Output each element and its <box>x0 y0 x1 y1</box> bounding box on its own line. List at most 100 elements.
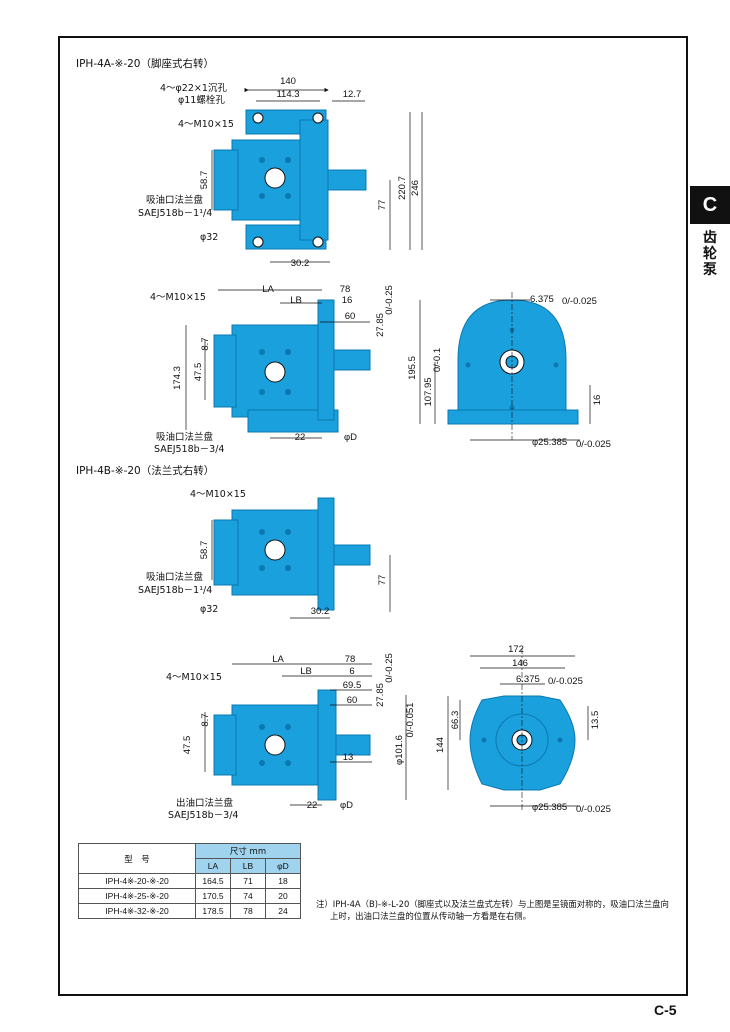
tol-107: 0/-0.1 <box>432 348 443 372</box>
dim-66: 66.3 <box>450 711 461 730</box>
dim-la: LA <box>262 284 274 295</box>
dim-22: 22 <box>295 432 306 443</box>
section-tab: C <box>690 186 730 224</box>
dim-13: 13 <box>343 752 354 763</box>
cell-d: 24 <box>265 903 301 919</box>
dim-27: 27.85 <box>375 313 386 337</box>
dim-114: 114.3 <box>276 89 299 100</box>
dim-140: 140 <box>280 76 296 87</box>
dim-6375: 6.375 <box>530 294 554 305</box>
table-row: IPH-4※-20-※-20 164.5 71 18 <box>78 873 301 889</box>
dim-30: 30.2 <box>311 606 330 617</box>
dim-77: 77 <box>377 575 388 586</box>
col-la: LA <box>195 858 231 874</box>
dim-174: 174.3 <box>172 366 183 390</box>
label-suction1: 吸油口法兰盘 <box>146 194 204 206</box>
dim-16: 16 <box>342 295 353 306</box>
label-suction1: 吸油口法兰盘 <box>146 571 204 583</box>
dim-lb: LB <box>290 295 302 306</box>
label-phi32: φ32 <box>200 232 218 243</box>
section-letter: C <box>702 193 718 216</box>
dim-phid: φD <box>340 800 353 811</box>
tol-101: 0/-0.051 <box>405 703 416 738</box>
dim-60: 60 <box>347 695 358 706</box>
dim-78: 78 <box>345 654 356 665</box>
label-m10: 4～M10×15 <box>190 489 246 500</box>
dim-107: 107.95 <box>423 377 434 406</box>
footnote-line-2: 上时，出油口法兰盘的位置从传动轴一方看是在右侧。 <box>330 911 531 921</box>
label-m10: 4～M10×15 <box>150 292 206 303</box>
cell-lb: 74 <box>230 888 266 904</box>
cell-model: IPH-4※-20-※-20 <box>78 873 196 889</box>
dim-58: 58.7 <box>199 171 210 190</box>
page-number: C-5 <box>654 1002 677 1018</box>
cell-model: IPH-4※-25-※-20 <box>78 888 196 904</box>
col-d: φD <box>265 858 301 874</box>
dim-6: 6 <box>349 666 354 677</box>
dim-69: 69.5 <box>343 680 362 691</box>
label-outlet2: SAEJ518b－3/4 <box>168 810 238 821</box>
b-top-view: 58.7 77 30.2 4～M10×15 吸油口法兰盘 SAEJ518b－1¹… <box>138 489 391 619</box>
dim-172: 172 <box>508 644 524 655</box>
dim-6375: 6.375 <box>516 674 540 685</box>
header-model: 型 号 <box>78 843 196 874</box>
footnote-line-1: 注）IPH-4A（B)-※-L-20（脚座式以及法兰盘式左转）与上图是呈镜面对称… <box>316 899 669 909</box>
cell-la: 164.5 <box>195 873 231 889</box>
dim-22: 22 <box>307 800 318 811</box>
dim-phid: φD <box>344 432 357 443</box>
tol-25385: 0/-0.025 <box>576 804 611 815</box>
tol-6375: 0/-0.025 <box>548 676 583 687</box>
label-outlet1: 出油口法兰盘 <box>176 797 234 809</box>
dim-47: 47.5 <box>182 736 193 755</box>
table-row: IPH-4※-32-※-20 178.5 78 24 <box>78 903 301 919</box>
a-side-view: LA 78 LB 16 60 27.85 0/-0.25 8.7 47.5 17… <box>150 284 395 455</box>
cell-d: 18 <box>265 873 301 889</box>
cell-la: 170.5 <box>195 888 231 904</box>
dim-220: 220.7 <box>397 176 408 200</box>
tol-25385: 0/-0.025 <box>576 439 611 450</box>
dim-16: 16 <box>592 395 603 406</box>
cell-model: IPH-4※-32-※-20 <box>78 903 196 919</box>
dim-27: 27.85 <box>375 683 386 707</box>
dim-25385: φ25.385 <box>532 802 567 813</box>
b-side-view: LA 78 LB 6 69.5 60 27.85 0/-0.25 8.7 47.… <box>166 653 416 821</box>
header-dim: 尺寸 mm <box>195 843 301 859</box>
dim-30: 30.2 <box>291 258 310 269</box>
dim-58: 58.7 <box>199 541 210 560</box>
dim-77: 77 <box>377 200 388 211</box>
tol-6375: 0/-0.025 <box>562 296 597 307</box>
section-b-title: IPH-4B-※-20（法兰式右转） <box>76 465 215 477</box>
dim-195: 195.5 <box>407 356 418 380</box>
label-suction1: 吸油口法兰盘 <box>156 431 214 443</box>
dim-12: 12.7 <box>343 89 362 100</box>
dim-13: 13.5 <box>590 711 601 730</box>
dim-47: 47.5 <box>193 363 204 382</box>
tol-27: 0/-0.25 <box>384 653 395 683</box>
label-m10: 4～M10×15 <box>178 119 234 130</box>
a-top-view: 140 114.3 12.7 246 220.7 77 58.7 30.2 4～… <box>138 76 423 269</box>
dim-78: 78 <box>340 284 351 295</box>
dim-246: 246 <box>410 180 421 196</box>
page-frame <box>58 36 688 996</box>
label-suction2: SAEJ518b－3/4 <box>154 444 224 455</box>
label-holes2: φ11螺栓孔 <box>178 94 225 106</box>
section-label: 齿轮泵 <box>703 230 717 278</box>
col-lb: LB <box>230 858 266 874</box>
section-a-title: IPH-4A-※-20（脚座式右转） <box>76 58 214 70</box>
b-end-view: 172 146 6.375 0/-0.025 13.5 66.3 144 φ25… <box>435 644 611 815</box>
dim-8: 8.7 <box>200 337 211 350</box>
cell-lb: 78 <box>230 903 266 919</box>
dim-60: 60 <box>345 311 356 322</box>
dim-25385: φ25.385 <box>532 437 567 448</box>
dim-101: φ101.6 <box>394 735 405 765</box>
spec-table: 型 号 尺寸 mm LA LB φD IPH-4※-20-※-20 164.5 … <box>78 843 301 919</box>
label-holes1: 4～φ22×1沉孔 <box>160 83 227 94</box>
cell-d: 20 <box>265 888 301 904</box>
label-suction2: SAEJ518b－1¹/4 <box>138 208 212 219</box>
dim-8: 8.7 <box>200 713 211 726</box>
dim-la: LA <box>272 654 284 665</box>
dim-146: 146 <box>512 658 528 669</box>
label-m10: 4～M10×15 <box>166 672 222 683</box>
cell-la: 178.5 <box>195 903 231 919</box>
table-row: IPH-4※-25-※-20 170.5 74 20 <box>78 888 301 904</box>
